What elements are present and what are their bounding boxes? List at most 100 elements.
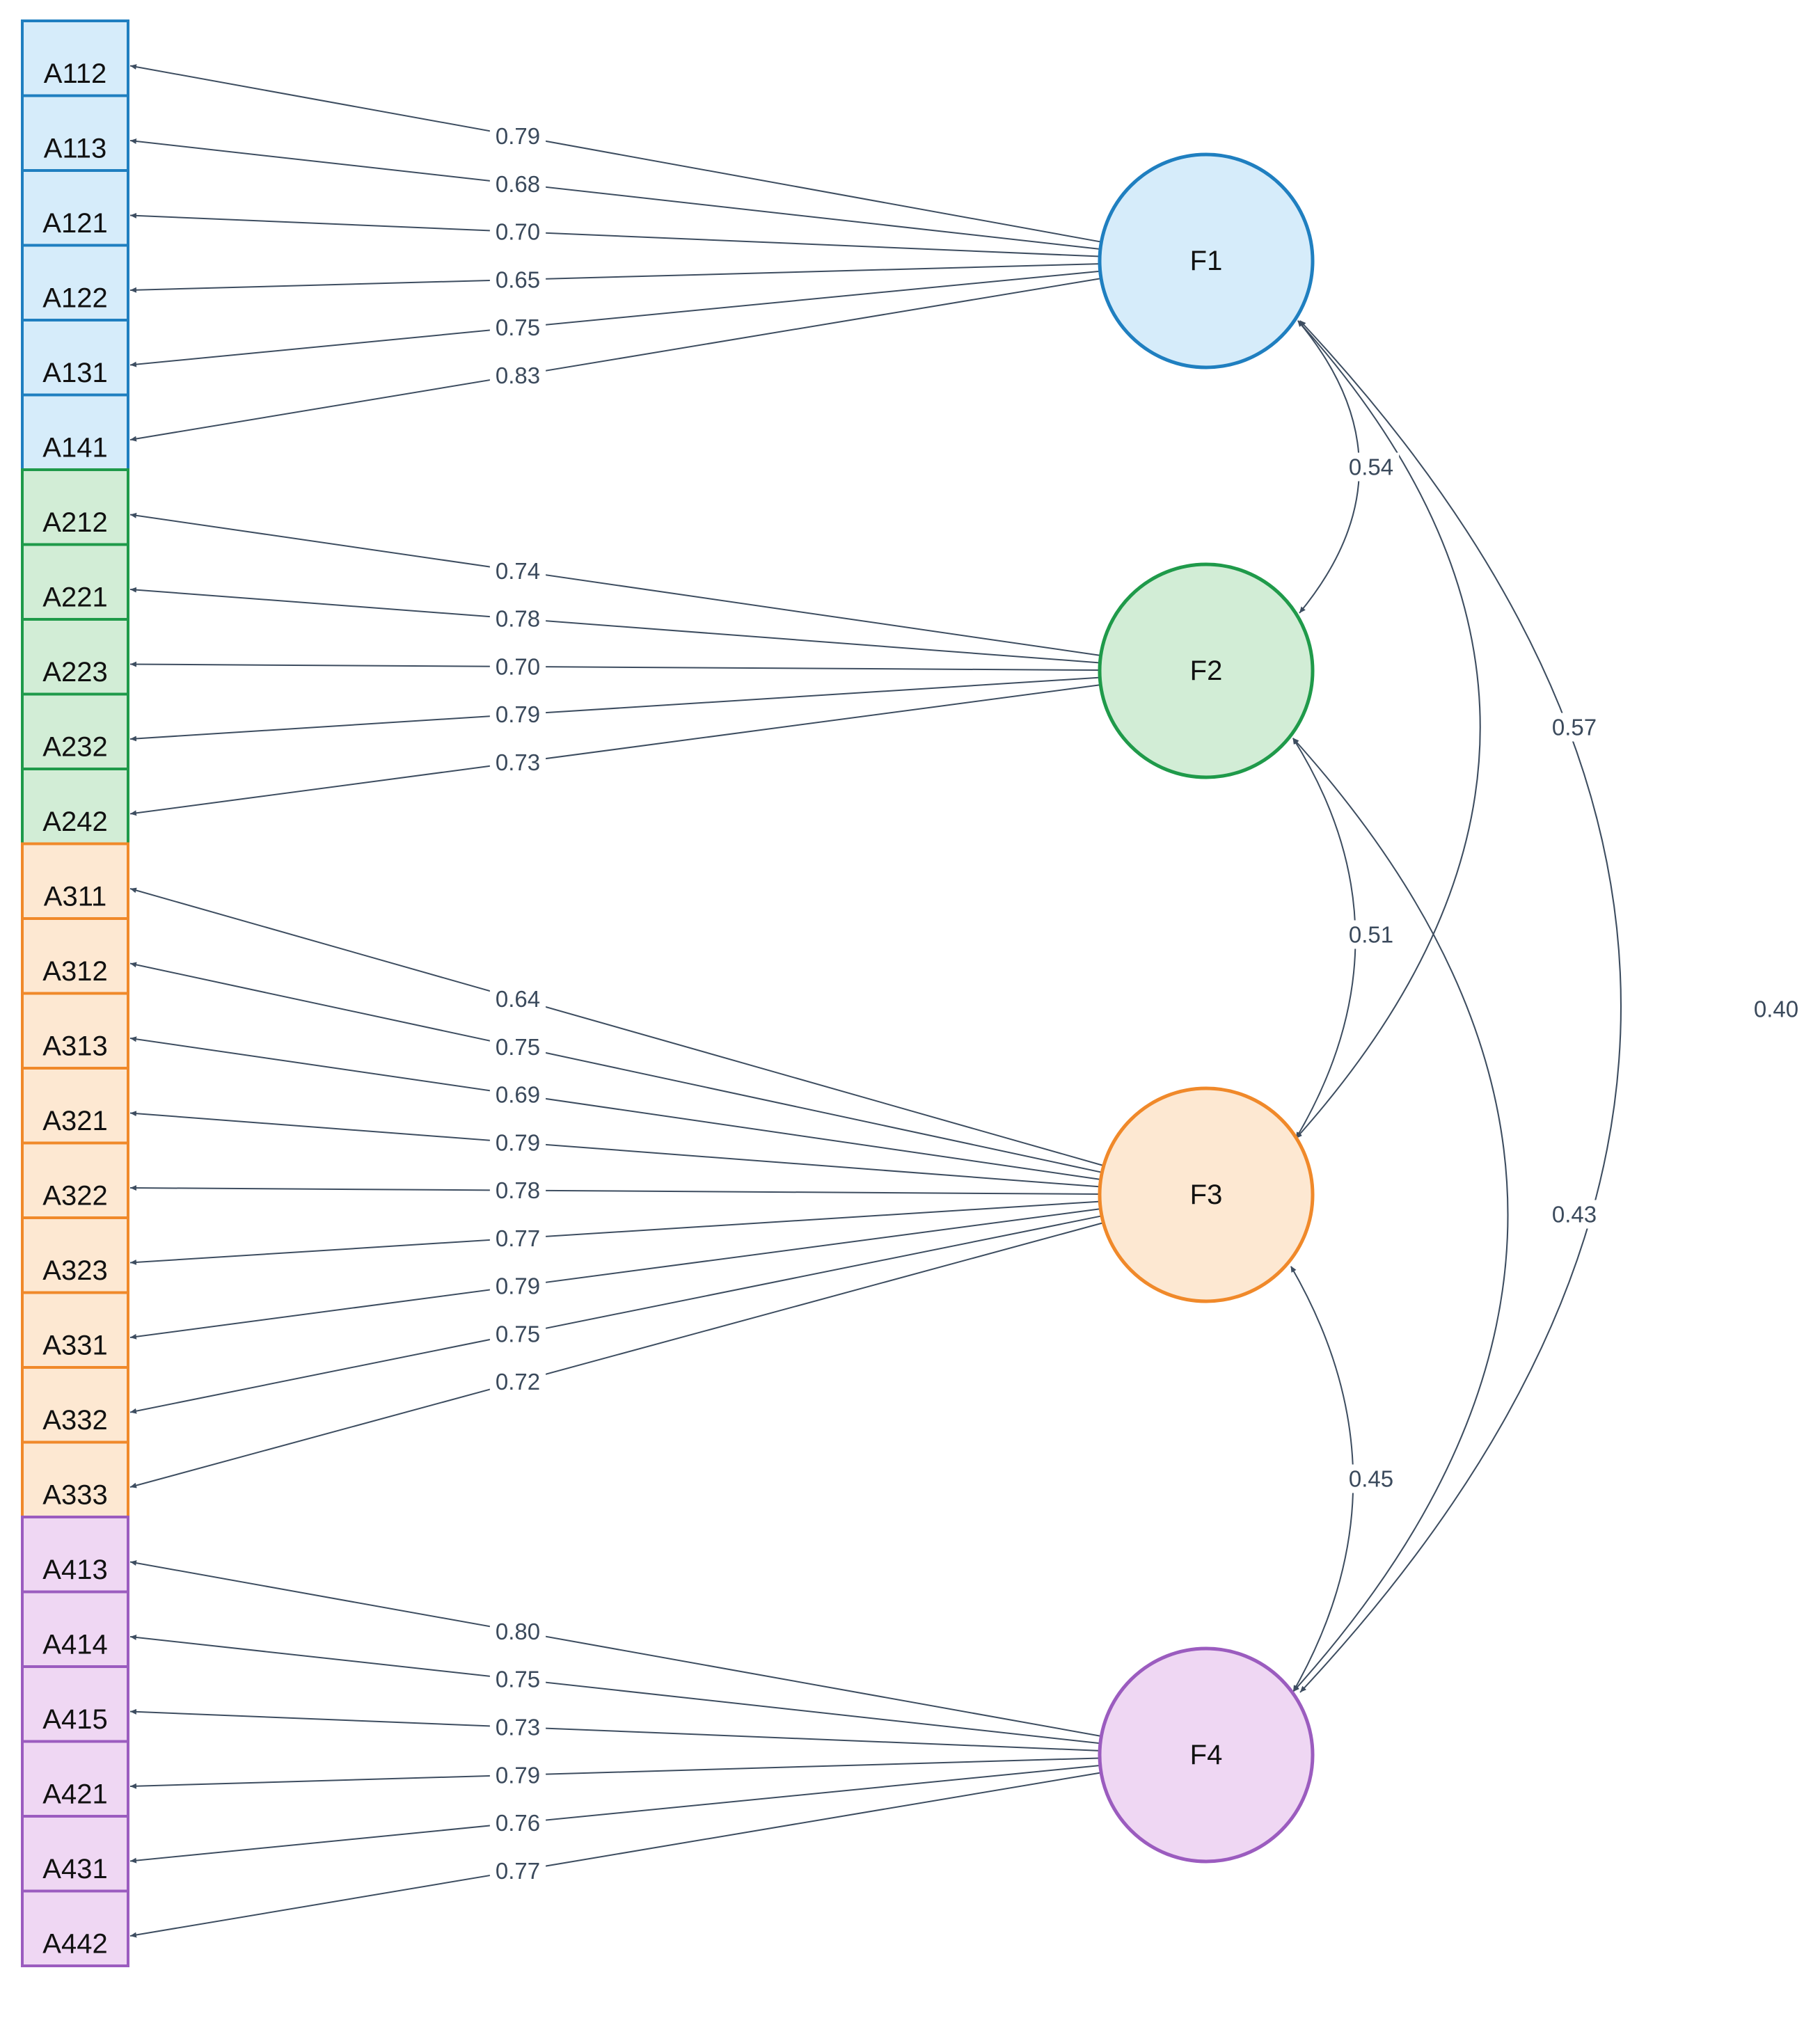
indicator-label: A223 [42,657,107,688]
loading-path-a413 [129,1560,1102,1737]
indicator-label: A113 [44,133,106,164]
loading-label-a212-background [489,556,546,585]
loading-label-a313-background [489,1080,546,1109]
loading-label-a113-background [489,169,546,198]
indicator-label: A321 [42,1106,107,1136]
indicator-box-a311 [21,842,129,920]
loading-path-a242 [129,684,1101,816]
correlation-f1-f2-label: 0.54 [1349,454,1393,480]
loading-path-a321 [129,1111,1100,1188]
correlation-f3-f4-label: 0.45 [1349,1466,1393,1492]
correlation-f1-f4-arc [1299,320,1622,1693]
loading-path-a112 [129,64,1102,243]
loading-label-a312: 0.75 [496,1034,540,1060]
factor-circle-f2 [1098,562,1315,779]
indicator-label: A141 [42,432,107,463]
correlation-f2-f4-label-background [1546,1200,1603,1229]
correlation-f1-f2-label-background [1343,452,1400,482]
loading-label-a321: 0.79 [496,1129,540,1155]
loading-path-a415 [129,1708,1100,1752]
loading-label-a331-background [489,1271,546,1301]
loading-path-a232 [129,676,1100,742]
indicator-label: A415 [42,1704,107,1735]
loading-label-a332: 0.75 [496,1321,540,1347]
indicator-label: A431 [42,1854,107,1884]
loading-label-a112: 0.79 [496,123,540,149]
loading-label-a223-background [489,652,546,681]
correlation-f2-f3-label: 0.51 [1349,922,1393,948]
indicator-box-a313 [21,992,129,1070]
loading-label-a321-background [489,1128,546,1157]
indicator-label: A413 [42,1555,107,1585]
indicator-box-a321 [21,1067,129,1145]
indicator-label: A232 [42,731,107,762]
indicator-box-a242 [21,768,129,845]
loading-path-a313 [129,1036,1101,1180]
loading-path-a311 [129,887,1105,1167]
indicator-box-a221 [21,543,129,621]
correlation-f2-f4-arc [1292,738,1509,1692]
loading-path-a122 [129,263,1100,293]
loading-label-a122: 0.65 [496,267,540,292]
indicator-box-a232 [21,692,129,770]
indicator-label: A313 [42,1031,107,1061]
nodes-layer: A112A113A121A122A131A141F1A212A221A223A2… [21,19,1315,1967]
loading-label-a421-background [489,1761,546,1790]
indicator-label: A312 [42,956,107,987]
loading-label-a442-background [489,1856,546,1885]
loading-label-a323: 0.77 [496,1225,540,1251]
correlation-f1-f3-arc [1295,320,1481,1139]
indicator-box-a413 [21,1516,129,1594]
loading-label-a113: 0.68 [496,171,540,197]
loading-path-a331 [129,1208,1101,1340]
loading-path-a221 [129,587,1100,664]
indicator-label: A221 [42,582,107,612]
loading-label-a223: 0.70 [496,653,540,679]
loading-label-a232-background [489,700,546,729]
loading-path-a323 [129,1200,1100,1265]
indicator-box-a112 [21,19,129,97]
loading-label-a333-background [489,1367,546,1397]
factor-label: F1 [1190,246,1223,276]
correlation-f1-f4-label: 0.40 [1754,996,1798,1022]
loading-label-a122-background [489,265,546,294]
factor-label: F2 [1190,656,1223,686]
correlation-f2-f3-label-background [1343,920,1400,949]
loading-path-a332 [129,1215,1102,1414]
loading-path-a322 [129,1185,1100,1196]
indicator-label: A332 [42,1405,107,1436]
factor-circle-f1 [1098,152,1315,370]
indicator-label: A322 [42,1180,107,1211]
loading-label-a141: 0.83 [496,363,540,388]
loading-label-a413: 0.80 [496,1619,540,1644]
indicator-box-a322 [21,1141,129,1219]
indicator-label: A242 [42,807,107,837]
indicator-label: A131 [42,358,107,388]
correlation-f1-f3-label: 0.57 [1552,715,1597,740]
labels-layer: 0.790.680.700.650.750.830.740.780.700.79… [489,122,1805,1885]
loading-label-a312-background [489,1032,546,1061]
loading-label-a242-background [489,747,546,777]
indicator-box-a442 [21,1889,129,1967]
factor-circle-f3 [1098,1086,1315,1303]
loading-label-a322-background [489,1176,546,1205]
factor-circle-f4 [1098,1646,1315,1864]
correlation-f1-f3-label-background [1546,713,1603,742]
factor-label: F4 [1190,1740,1223,1770]
indicator-box-a431 [21,1815,129,1893]
indicator-label: A311 [44,881,106,912]
indicator-label: A112 [44,58,106,89]
indicator-box-a212 [21,468,129,546]
loading-path-a414 [129,1635,1101,1745]
loading-label-a414-background [489,1665,546,1694]
loading-label-a232: 0.79 [496,701,540,727]
indicator-label: A333 [42,1479,107,1510]
indicator-label: A414 [42,1629,107,1660]
loading-label-a413-background [489,1617,546,1646]
loading-label-a331: 0.79 [496,1273,540,1299]
loading-path-a421 [129,1757,1100,1789]
paths-layer [129,64,1622,1938]
loading-path-a141 [129,278,1102,442]
loading-label-a221: 0.78 [496,606,540,632]
loading-path-a431 [129,1765,1100,1864]
